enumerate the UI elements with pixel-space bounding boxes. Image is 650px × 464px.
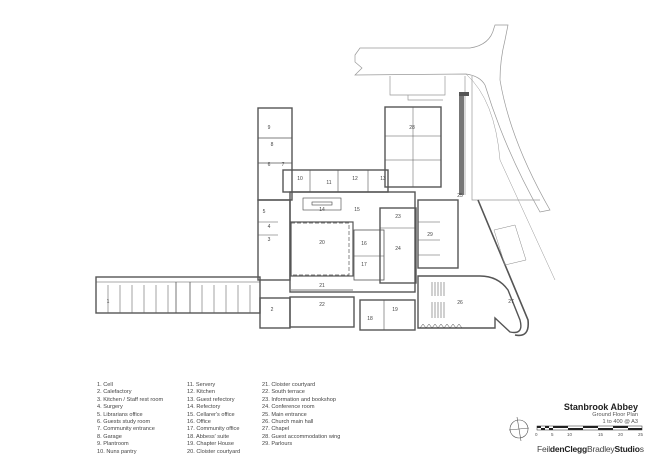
legend-item: 9. Plantroom <box>97 441 129 448</box>
legend-item: 22. South terrace <box>262 389 305 396</box>
room-label: 29 <box>427 232 433 238</box>
scale-tick-label: 5 <box>551 432 554 437</box>
room-label: 9 <box>268 125 271 131</box>
room-label: 5 <box>263 209 266 215</box>
legend-item: 5. Librarians office <box>97 411 143 418</box>
legend-item: 18. Abbess' suite <box>187 433 230 440</box>
room-label: 17 <box>361 262 367 268</box>
legend-item: 16. Office <box>187 419 211 426</box>
room-label: 8 <box>271 142 274 148</box>
room-label: 24 <box>395 246 401 252</box>
room-label: 14 <box>319 207 325 213</box>
room-label: 6 <box>268 162 271 168</box>
scale-tick-label: 0 <box>535 432 538 437</box>
scale-tick-label: 10 <box>567 432 573 437</box>
room-label: 22 <box>319 302 325 308</box>
legend-item: 11. Servery <box>187 382 216 388</box>
legend-column-3: 21. Cloister courtyard 22. South terrace… <box>262 382 340 449</box>
scale-tick-label: 15 <box>598 432 604 437</box>
legend-item: 14. Refectory <box>187 404 221 411</box>
firm-logo: FeildenCleggBradleyStudios <box>537 444 644 454</box>
firm-name-part: Bradley <box>587 444 615 454</box>
room-label: 23 <box>395 214 401 220</box>
legend-item: 6. Guests study room <box>97 419 151 426</box>
legend-item: 26. Church main hall <box>262 419 314 426</box>
legend-item: 8. Garage <box>97 433 122 440</box>
legend-item: 15. Cellarer's office <box>187 411 235 418</box>
room-label: 11 <box>326 180 331 186</box>
legend-column-2: 11. Servery 12. Kitchen 13. Guest refect… <box>187 382 240 456</box>
room-label: 16 <box>361 241 367 247</box>
legend-item: 29. Parlours <box>262 441 293 448</box>
legend-item: 23. Information and bookshop <box>262 396 337 403</box>
legend-item: 4. Surgery <box>97 404 123 411</box>
room-label: 28 <box>409 125 415 131</box>
room-label: 10 <box>297 176 303 182</box>
legend-item: 13. Guest refectory <box>187 396 235 403</box>
room-label: 27 <box>508 299 514 305</box>
legend-item: 19. Chapter House <box>187 441 234 448</box>
refectory-tables <box>302 197 342 211</box>
room-label: 20 <box>319 240 325 246</box>
room-label: 26 <box>457 300 463 306</box>
room-label: 12 <box>352 176 358 182</box>
title-block: Stanbrook Abbey Ground Floor Plan 1 to 4… <box>564 402 638 426</box>
scale-tick-label: 25 <box>638 432 644 437</box>
room-label: 15 <box>354 207 360 213</box>
legend-item: 17. Community office <box>187 426 240 433</box>
legend-item: 2. Calefactory <box>97 389 132 396</box>
firm-name-part: Studio <box>614 444 640 454</box>
scale-bar <box>536 425 643 431</box>
room-label: 1 <box>107 299 110 305</box>
room-label: 3 <box>268 237 271 243</box>
legend-item: 20. Cloister courtyard <box>187 448 241 455</box>
firm-name-part: Feil <box>537 444 550 454</box>
room-label: 21 <box>319 283 325 289</box>
legend-item: 21. Cloister courtyard <box>262 382 316 388</box>
scale-tick-label: 20 <box>618 432 624 437</box>
legend-column-1: 1. Cell 2. Calefactory 3. Kitchen / Staf… <box>97 382 163 456</box>
room-label: 13 <box>380 176 386 182</box>
room-label: 25 <box>457 193 463 199</box>
room-label: 18 <box>367 316 373 322</box>
drawing-name: Ground Floor Plan <box>592 412 638 418</box>
church-seating <box>419 282 463 329</box>
firm-name-part: den <box>549 444 565 454</box>
room-label: 7 <box>282 162 285 168</box>
north-arrow-icon <box>508 416 530 442</box>
walls <box>95 92 530 337</box>
room-label: 2 <box>271 307 274 313</box>
project-title: Stanbrook Abbey <box>563 402 638 412</box>
room-label: 19 <box>392 307 398 313</box>
legend-item: 25. Main entrance <box>262 411 307 418</box>
legend-item: 28. Guest accommodation wing <box>262 433 341 440</box>
legend-item: 12. Kitchen <box>187 389 215 396</box>
room-label: 4 <box>268 224 271 230</box>
firm-name-part: Clegg <box>564 444 588 454</box>
legend-item: 1. Cell <box>97 382 113 388</box>
legend-item: 7. Community entrance <box>97 426 155 433</box>
firm-name-part: s <box>639 444 644 454</box>
legend-item: 10. Nuns pantry <box>97 448 137 455</box>
legend-item: 27. Chapel <box>262 426 290 433</box>
legend-item: 24. Conference room <box>262 404 315 411</box>
legend-item: 3. Kitchen / Staff rest room <box>97 396 164 403</box>
drawing-scale: 1 to 400 @ A3 <box>602 419 638 425</box>
unit-partitions <box>107 285 251 313</box>
